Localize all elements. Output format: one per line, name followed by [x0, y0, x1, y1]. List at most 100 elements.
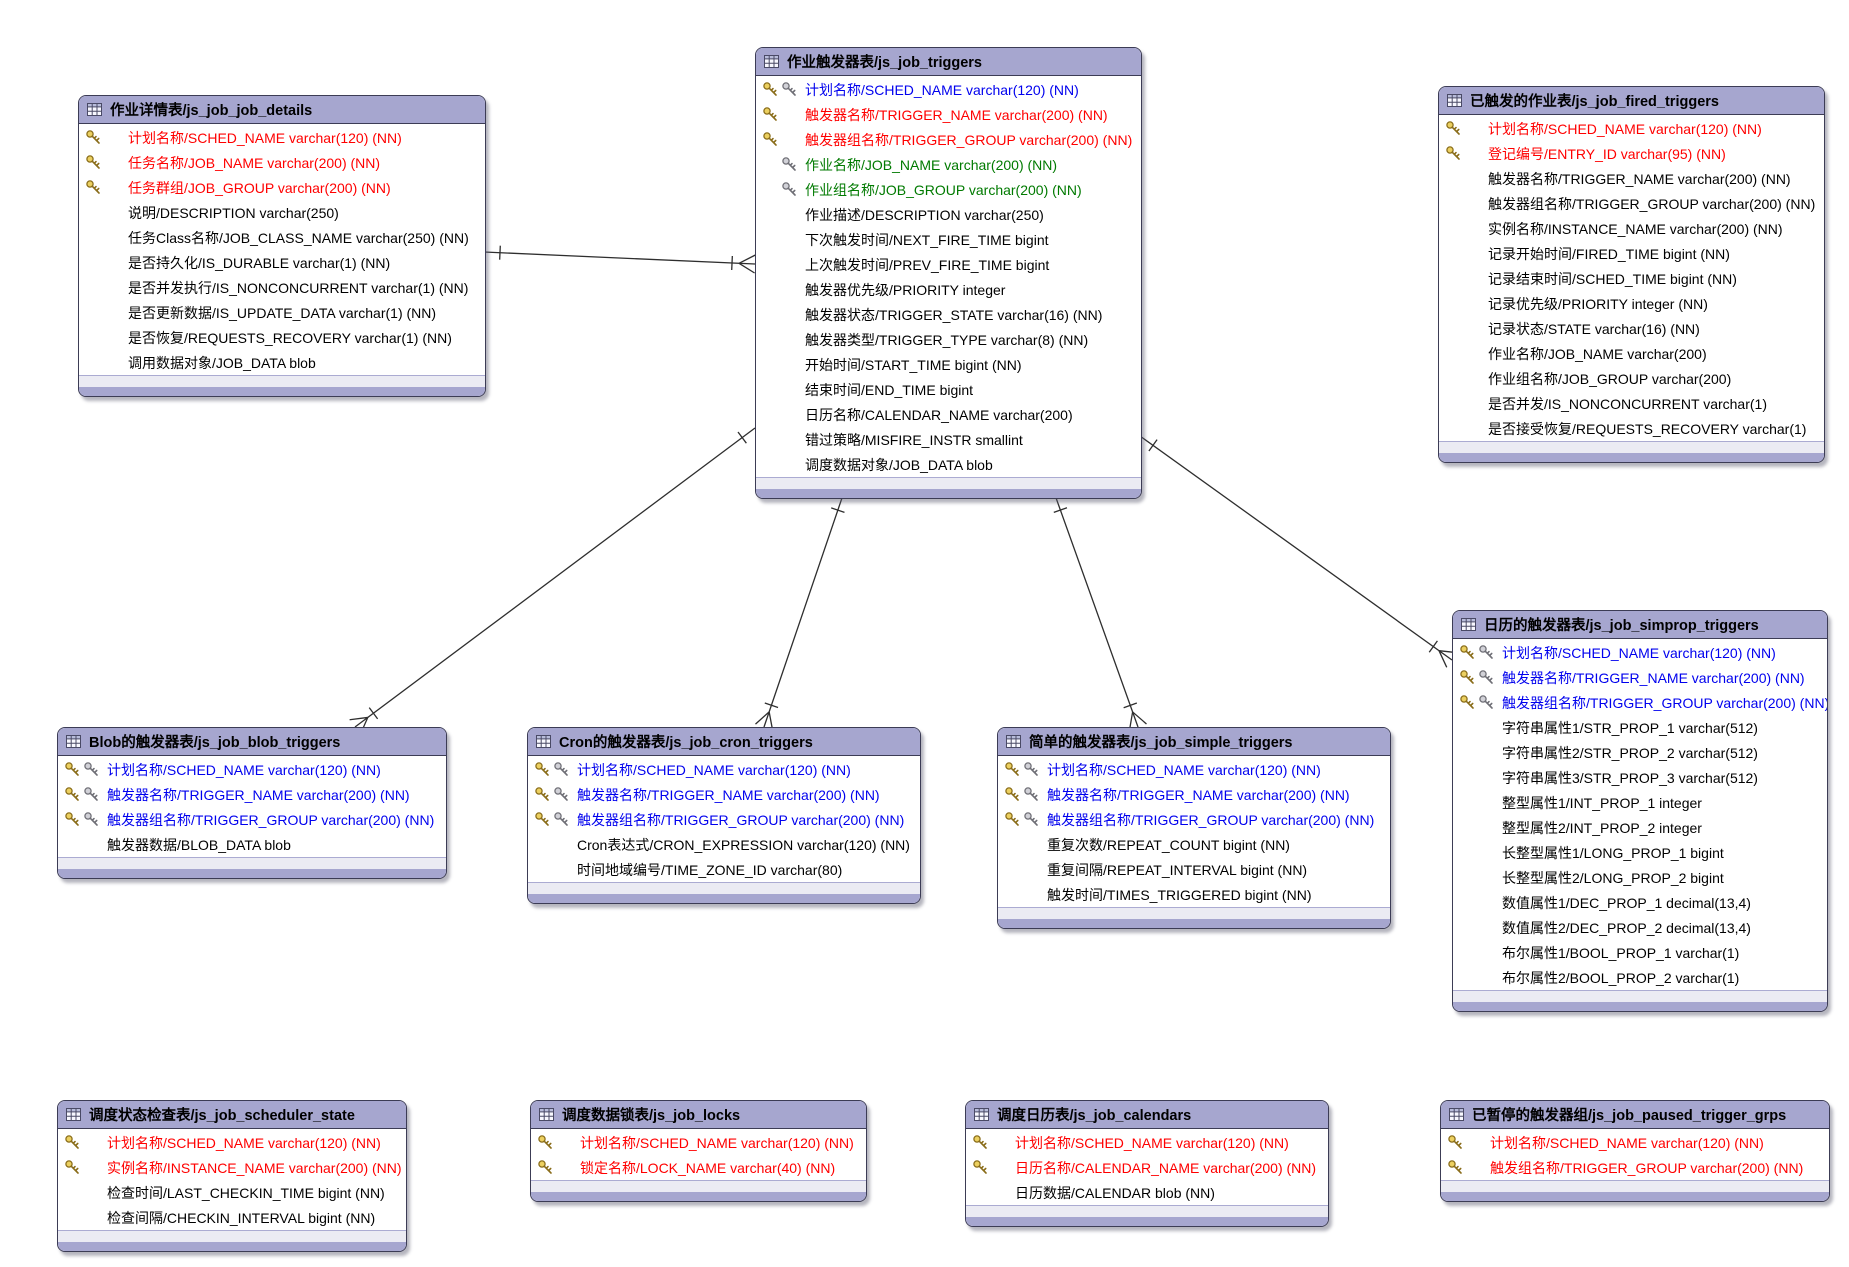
field-row[interactable]: 计划名称/SCHED_NAME varchar(120) (NN) — [58, 757, 446, 782]
field-row[interactable]: 检查时间/LAST_CHECKIN_TIME bigint (NN) — [58, 1180, 406, 1205]
field-row[interactable]: Cron表达式/CRON_EXPRESSION varchar(120) (NN… — [528, 832, 920, 857]
field-row[interactable]: 计划名称/SCHED_NAME varchar(120) (NN) — [1439, 116, 1824, 141]
field-row[interactable]: 下次触发时间/NEXT_FIRE_TIME bigint — [756, 227, 1141, 252]
field-row[interactable]: 布尔属性1/BOOL_PROP_1 varchar(1) — [1453, 940, 1827, 965]
field-row[interactable]: 时间地域编号/TIME_ZONE_ID varchar(80) — [528, 857, 920, 882]
field-row[interactable]: 触发器名称/TRIGGER_NAME varchar(200) (NN) — [756, 102, 1141, 127]
field-row[interactable]: 是否接受恢复/REQUESTS_RECOVERY varchar(1) — [1439, 416, 1824, 441]
field-row[interactable]: 触发器名称/TRIGGER_NAME varchar(200) (NN) — [528, 782, 920, 807]
field-row[interactable]: 任务Class名称/JOB_CLASS_NAME varchar(250) (N… — [79, 225, 485, 250]
field-row[interactable]: 触发组名称/TRIGGER_GROUP varchar(200) (NN) — [1441, 1155, 1829, 1180]
field-row[interactable]: 触发器数据/BLOB_DATA blob — [58, 832, 446, 857]
field-row[interactable]: 触发器组名称/TRIGGER_GROUP varchar(200) (NN) — [1439, 191, 1824, 216]
field-row[interactable]: 锁定名称/LOCK_NAME varchar(40) (NN) — [531, 1155, 866, 1180]
field-row[interactable]: 字符串属性3/STR_PROP_3 varchar(512) — [1453, 765, 1827, 790]
field-row[interactable]: 检查间隔/CHECKIN_INTERVAL bigint (NN) — [58, 1205, 406, 1230]
field-row[interactable]: 重复间隔/REPEAT_INTERVAL bigint (NN) — [998, 857, 1390, 882]
field-row[interactable]: 触发器名称/TRIGGER_NAME varchar(200) (NN) — [58, 782, 446, 807]
field-row[interactable]: 触发器优先级/PRIORITY integer — [756, 277, 1141, 302]
entity-header[interactable]: 作业触发器表/js_job_triggers — [756, 48, 1141, 76]
entity-js_job_simple_triggers[interactable]: 简单的触发器表/js_job_simple_triggers 计划名称/SCHE… — [997, 727, 1391, 929]
field-row[interactable]: 计划名称/SCHED_NAME varchar(120) (NN) — [528, 757, 920, 782]
entity-js_job_fired_triggers[interactable]: 已触发的作业表/js_job_fired_triggers 计划名称/SCHED… — [1438, 86, 1825, 463]
entity-header[interactable]: 作业详情表/js_job_job_details — [79, 96, 485, 124]
field-row[interactable]: 字符串属性1/STR_PROP_1 varchar(512) — [1453, 715, 1827, 740]
entity-header[interactable]: 调度状态检查表/js_job_scheduler_state — [58, 1101, 406, 1129]
relationship-triggers-to-cron_triggers[interactable] — [755, 494, 845, 731]
field-row[interactable]: 计划名称/SCHED_NAME varchar(120) (NN) — [1453, 640, 1827, 665]
field-row[interactable]: 结束时间/END_TIME bigint — [756, 377, 1141, 402]
field-row[interactable]: 是否恢复/REQUESTS_RECOVERY varchar(1) (NN) — [79, 325, 485, 350]
entity-header[interactable]: 日历的触发器表/js_job_simprop_triggers — [1453, 611, 1827, 639]
field-row[interactable]: 触发时间/TIMES_TRIGGERED bigint (NN) — [998, 882, 1390, 907]
relationship-triggers-to-simprop_triggers[interactable] — [1139, 435, 1458, 668]
entity-js_job_paused_trigger_grps[interactable]: 已暂停的触发器组/js_job_paused_trigger_grps 计划名称… — [1440, 1100, 1830, 1202]
field-row[interactable]: 触发器类型/TRIGGER_TYPE varchar(8) (NN) — [756, 327, 1141, 352]
entity-header[interactable]: Blob的触发器表/js_job_blob_triggers — [58, 728, 446, 756]
field-row[interactable]: 数值属性2/DEC_PROP_2 decimal(13,4) — [1453, 915, 1827, 940]
field-row[interactable]: 触发器名称/TRIGGER_NAME varchar(200) (NN) — [998, 782, 1390, 807]
field-row[interactable]: 长整型属性2/LONG_PROP_2 bigint — [1453, 865, 1827, 890]
field-row[interactable]: 触发器组名称/TRIGGER_GROUP varchar(200) (NN) — [1453, 690, 1827, 715]
relationship-triggers-to-simple_triggers[interactable] — [1053, 494, 1147, 731]
field-row[interactable]: 记录结束时间/SCHED_TIME bigint (NN) — [1439, 266, 1824, 291]
field-row[interactable]: 触发器名称/TRIGGER_NAME varchar(200) (NN) — [1439, 166, 1824, 191]
entity-header[interactable]: 调度日历表/js_job_calendars — [966, 1101, 1328, 1129]
field-row[interactable]: 实例名称/INSTANCE_NAME varchar(200) (NN) — [1439, 216, 1824, 241]
field-row[interactable]: 记录状态/STATE varchar(16) (NN) — [1439, 316, 1824, 341]
field-row[interactable]: 调用数据对象/JOB_DATA blob — [79, 350, 485, 375]
entity-js_job_locks[interactable]: 调度数据锁表/js_job_locks 计划名称/SCHED_NAME varc… — [530, 1100, 867, 1202]
field-row[interactable]: 是否并发/IS_NONCONCURRENT varchar(1) — [1439, 391, 1824, 416]
field-row[interactable]: 说明/DESCRIPTION varchar(250) — [79, 200, 485, 225]
entity-header[interactable]: 简单的触发器表/js_job_simple_triggers — [998, 728, 1390, 756]
field-row[interactable]: 日历名称/CALENDAR_NAME varchar(200) (NN) — [966, 1155, 1328, 1180]
field-row[interactable]: 数值属性1/DEC_PROP_1 decimal(13,4) — [1453, 890, 1827, 915]
field-row[interactable]: 是否持久化/IS_DURABLE varchar(1) (NN) — [79, 250, 485, 275]
entity-header[interactable]: 调度数据锁表/js_job_locks — [531, 1101, 866, 1129]
field-row[interactable]: 计划名称/SCHED_NAME varchar(120) (NN) — [998, 757, 1390, 782]
field-row[interactable]: 触发器组名称/TRIGGER_GROUP varchar(200) (NN) — [528, 807, 920, 832]
field-row[interactable]: 是否更新数据/IS_UPDATE_DATA varchar(1) (NN) — [79, 300, 485, 325]
field-row[interactable]: 开始时间/START_TIME bigint (NN) — [756, 352, 1141, 377]
field-row[interactable]: 计划名称/SCHED_NAME varchar(120) (NN) — [531, 1130, 866, 1155]
entity-js_job_job_details[interactable]: 作业详情表/js_job_job_details 计划名称/SCHED_NAME… — [78, 95, 486, 397]
entity-js_job_blob_triggers[interactable]: Blob的触发器表/js_job_blob_triggers 计划名称/SCHE… — [57, 727, 447, 879]
field-row[interactable]: 作业描述/DESCRIPTION varchar(250) — [756, 202, 1141, 227]
field-row[interactable]: 触发器组名称/TRIGGER_GROUP varchar(200) (NN) — [756, 127, 1141, 152]
field-row[interactable]: 触发器组名称/TRIGGER_GROUP varchar(200) (NN) — [998, 807, 1390, 832]
field-row[interactable]: 登记编号/ENTRY_ID varchar(95) (NN) — [1439, 141, 1824, 166]
field-row[interactable]: 作业名称/JOB_NAME varchar(200) — [1439, 341, 1824, 366]
field-row[interactable]: 日历名称/CALENDAR_NAME varchar(200) — [756, 402, 1141, 427]
field-row[interactable]: 上次触发时间/PREV_FIRE_TIME bigint — [756, 252, 1141, 277]
field-row[interactable]: 作业名称/JOB_NAME varchar(200) (NN) — [756, 152, 1141, 177]
field-row[interactable]: 作业组名称/JOB_GROUP varchar(200) — [1439, 366, 1824, 391]
field-row[interactable]: 触发器状态/TRIGGER_STATE varchar(16) (NN) — [756, 302, 1141, 327]
field-row[interactable]: 作业组名称/JOB_GROUP varchar(200) (NN) — [756, 177, 1141, 202]
entity-js_job_triggers[interactable]: 作业触发器表/js_job_triggers 计划名称/SCHED_NAME v… — [755, 47, 1142, 499]
field-row[interactable]: 计划名称/SCHED_NAME varchar(120) (NN) — [58, 1130, 406, 1155]
relationship-triggers-to-blob_triggers[interactable] — [349, 427, 756, 735]
field-row[interactable]: 记录开始时间/FIRED_TIME bigint (NN) — [1439, 241, 1824, 266]
field-row[interactable]: 计划名称/SCHED_NAME varchar(120) (NN) — [756, 77, 1141, 102]
field-row[interactable]: 整型属性2/INT_PROP_2 integer — [1453, 815, 1827, 840]
field-row[interactable]: 调度数据对象/JOB_DATA blob — [756, 452, 1141, 477]
field-row[interactable]: 长整型属性1/LONG_PROP_1 bigint — [1453, 840, 1827, 865]
entity-js_job_scheduler_state[interactable]: 调度状态检查表/js_job_scheduler_state 计划名称/SCHE… — [57, 1100, 407, 1252]
field-row[interactable]: 是否并发执行/IS_NONCONCURRENT varchar(1) (NN) — [79, 275, 485, 300]
entity-js_job_cron_triggers[interactable]: Cron的触发器表/js_job_cron_triggers 计划名称/SCHE… — [527, 727, 921, 904]
field-row[interactable]: 记录优先级/PRIORITY integer (NN) — [1439, 291, 1824, 316]
entity-header[interactable]: Cron的触发器表/js_job_cron_triggers — [528, 728, 920, 756]
field-row[interactable]: 计划名称/SCHED_NAME varchar(120) (NN) — [1441, 1130, 1829, 1155]
entity-header[interactable]: 已触发的作业表/js_job_fired_triggers — [1439, 87, 1824, 115]
field-row[interactable]: 错过策略/MISFIRE_INSTR smallint — [756, 427, 1141, 452]
relationship-job_details-to-triggers[interactable] — [483, 245, 756, 274]
field-row[interactable]: 布尔属性2/BOOL_PROP_2 varchar(1) — [1453, 965, 1827, 990]
field-row[interactable]: 日历数据/CALENDAR blob (NN) — [966, 1180, 1328, 1205]
field-row[interactable]: 任务名称/JOB_NAME varchar(200) (NN) — [79, 150, 485, 175]
entity-js_job_calendars[interactable]: 调度日历表/js_job_calendars 计划名称/SCHED_NAME v… — [965, 1100, 1329, 1227]
field-row[interactable]: 字符串属性2/STR_PROP_2 varchar(512) — [1453, 740, 1827, 765]
field-row[interactable]: 计划名称/SCHED_NAME varchar(120) (NN) — [79, 125, 485, 150]
entity-js_job_simprop_triggers[interactable]: 日历的触发器表/js_job_simprop_triggers 计划名称/SCH… — [1452, 610, 1828, 1012]
field-row[interactable]: 任务群组/JOB_GROUP varchar(200) (NN) — [79, 175, 485, 200]
entity-header[interactable]: 已暂停的触发器组/js_job_paused_trigger_grps — [1441, 1101, 1829, 1129]
